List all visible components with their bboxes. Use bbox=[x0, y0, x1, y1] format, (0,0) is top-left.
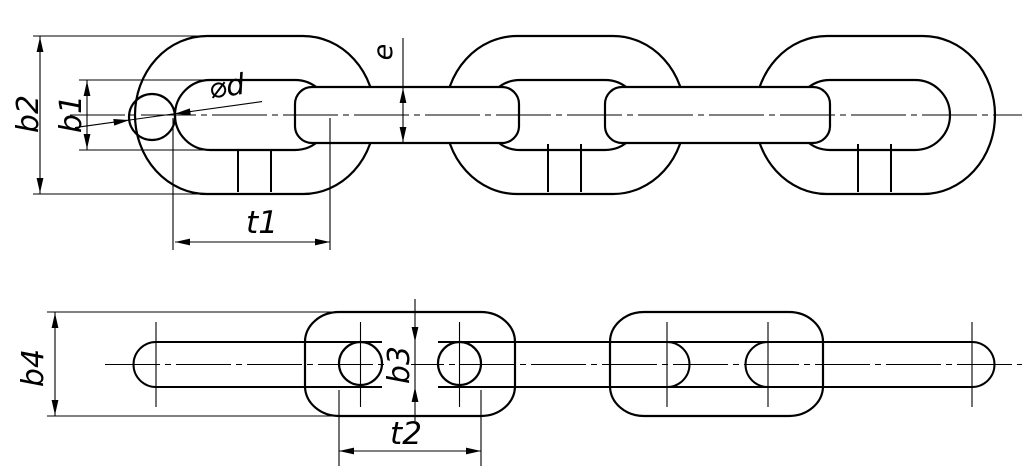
dimension-e: e bbox=[368, 38, 407, 143]
dimension-label-b2: b2 bbox=[11, 95, 46, 133]
arrow-icon bbox=[315, 238, 330, 246]
arrow-icon bbox=[113, 119, 130, 126]
dimension-label-b1: b1 bbox=[54, 95, 89, 133]
dimension-d: ⌀d bbox=[74, 67, 263, 129]
dimension-label-b4: b4 bbox=[16, 349, 51, 387]
arrow-icon bbox=[399, 88, 407, 103]
arrow-icon bbox=[51, 313, 59, 328]
arrow-icon bbox=[83, 81, 91, 96]
dimension-b4: b4 bbox=[16, 311, 340, 417]
dimension-label-t1: t1 bbox=[246, 205, 278, 241]
arrow-icon bbox=[399, 127, 407, 142]
arrow-icon bbox=[51, 400, 59, 415]
arrow-icon bbox=[36, 37, 44, 52]
dimension-label-b3: b3 bbox=[382, 346, 417, 384]
stud-lines-oval-3 bbox=[857, 144, 892, 192]
stud-lines-oval-2 bbox=[547, 144, 582, 192]
stud-lines-oval-1 bbox=[237, 150, 272, 192]
arrow-icon bbox=[339, 447, 354, 455]
dimension-t1: t1 bbox=[172, 118, 331, 250]
dimension-t2: t2 bbox=[338, 390, 482, 466]
arrow-icon bbox=[411, 387, 419, 402]
wire-strip-edges bbox=[156, 341, 972, 388]
arrow-icon bbox=[466, 447, 481, 455]
dimension-label-t2: t2 bbox=[390, 416, 422, 452]
arrow-icon bbox=[174, 108, 191, 115]
dimension-label-d: ⌀d bbox=[206, 67, 247, 106]
dimension-b2: b2 bbox=[11, 35, 213, 195]
wire-section-circle bbox=[127, 92, 177, 142]
arrow-icon bbox=[36, 178, 44, 193]
arrow-icon bbox=[83, 134, 91, 149]
side-view: b2 b1 ⌀d e bbox=[11, 34, 1022, 250]
arrow-icon bbox=[411, 327, 419, 342]
plan-view: b4 b3 t2 bbox=[16, 299, 1022, 466]
arrow-icon bbox=[175, 238, 190, 246]
dimension-label-e: e bbox=[368, 44, 399, 61]
dimension-b3: b3 bbox=[382, 299, 419, 421]
